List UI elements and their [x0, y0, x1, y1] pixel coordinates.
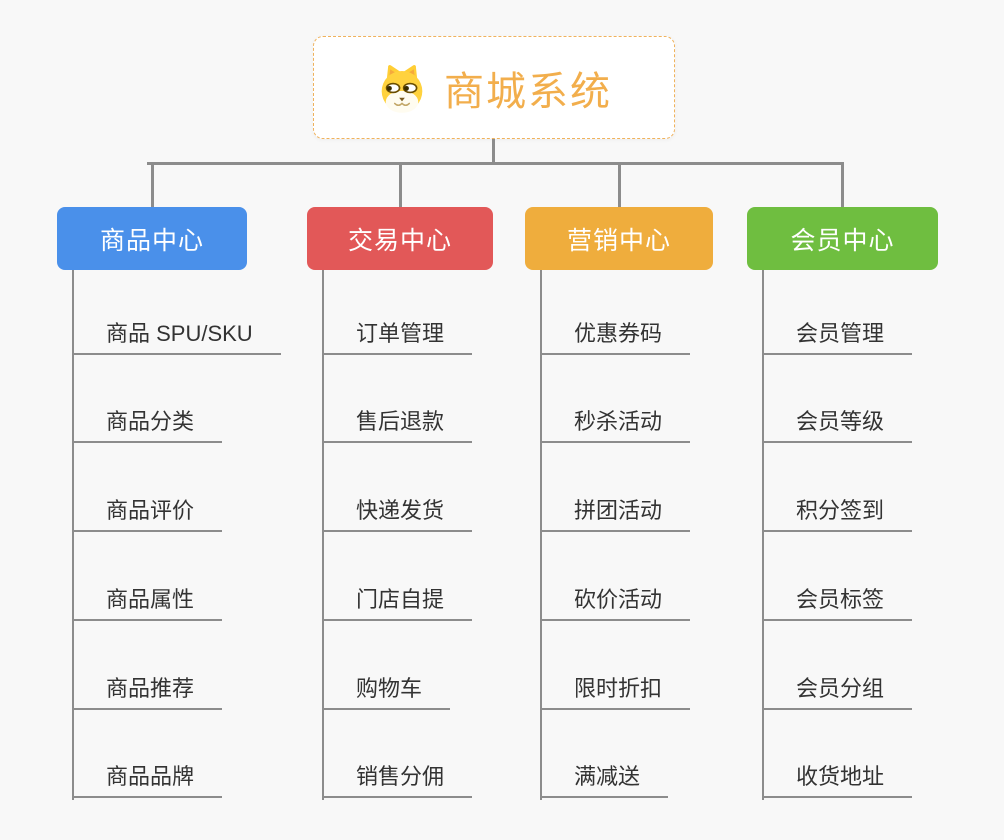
- child-topic[interactable]: 订单管理: [322, 319, 473, 355]
- child-topic[interactable]: 积分签到: [762, 496, 913, 532]
- child-topic[interactable]: 会员管理: [762, 319, 913, 355]
- child-topic[interactable]: 秒杀活动: [540, 407, 691, 443]
- child-topic[interactable]: 快递发货: [322, 496, 473, 532]
- branch-node[interactable]: 营销中心: [525, 207, 713, 270]
- root-node[interactable]: 商城系统: [313, 36, 675, 139]
- branch-node[interactable]: 会员中心: [747, 207, 938, 270]
- branch-label: 交易中心: [347, 226, 452, 255]
- branch-node[interactable]: 商品中心: [57, 207, 247, 270]
- child-topic[interactable]: 售后退款: [322, 407, 473, 443]
- root-title: 商城系统: [444, 69, 612, 114]
- doge-icon: [376, 62, 428, 114]
- child-topic[interactable]: 商品品牌: [72, 762, 223, 798]
- connector-branch-trunk: [72, 270, 74, 800]
- branch-label: 会员中心: [790, 226, 895, 255]
- connector-branch-trunk: [540, 270, 542, 800]
- branch-label: 营销中心: [566, 226, 671, 255]
- child-topic[interactable]: 会员标签: [762, 585, 913, 621]
- connector-branch-drop: [617, 162, 621, 208]
- connector-branch-drop: [150, 162, 154, 208]
- child-topic[interactable]: 门店自提: [322, 585, 473, 621]
- child-topic[interactable]: 会员分组: [762, 674, 913, 710]
- child-topic[interactable]: 砍价活动: [540, 585, 691, 621]
- connector-horizontal-bar: [147, 162, 844, 165]
- connector-branch-trunk: [322, 270, 324, 800]
- child-topic[interactable]: 商品分类: [72, 407, 223, 443]
- connector-root-trunk: [492, 139, 495, 164]
- child-topic[interactable]: 商品推荐: [72, 674, 223, 710]
- child-topic[interactable]: 优惠券码: [540, 319, 691, 355]
- child-topic[interactable]: 购物车: [322, 674, 451, 710]
- branch-label: 商品中心: [99, 226, 204, 255]
- child-topic[interactable]: 拼团活动: [540, 496, 691, 532]
- child-topic[interactable]: 商品评价: [72, 496, 223, 532]
- child-topic[interactable]: 满减送: [540, 762, 669, 798]
- branch-node[interactable]: 交易中心: [307, 207, 493, 270]
- child-topic[interactable]: 销售分佣: [322, 762, 473, 798]
- connector-branch-drop: [841, 162, 844, 208]
- connector-branch-trunk: [762, 270, 764, 800]
- child-topic[interactable]: 会员等级: [762, 407, 913, 443]
- child-topic[interactable]: 收货地址: [762, 762, 913, 798]
- child-topic[interactable]: 商品 SPU/SKU: [72, 319, 281, 355]
- connector-branch-drop: [398, 162, 402, 208]
- child-topic[interactable]: 限时折扣: [540, 674, 691, 710]
- child-topic[interactable]: 商品属性: [72, 585, 223, 621]
